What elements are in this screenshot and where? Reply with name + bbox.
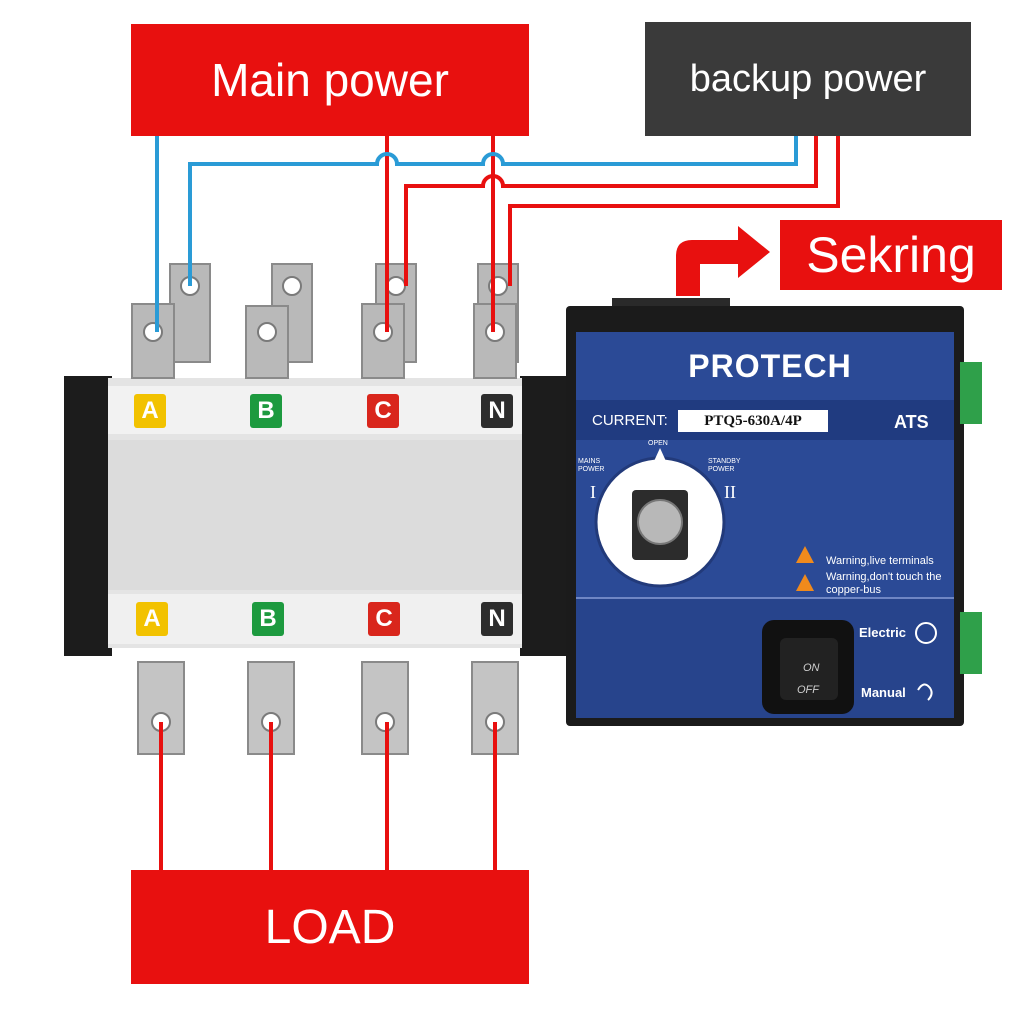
current-label: CURRENT:: [592, 412, 668, 429]
manual-hand-icon: [917, 683, 933, 701]
switch-body-left-cap: [64, 376, 112, 656]
current-value: PTQ5-630A/4P: [678, 410, 828, 432]
warning-text-live-terminals: Warning,live terminals: [826, 555, 934, 567]
phase-label-a-top: A: [134, 394, 166, 428]
backup-power-wires: [188, 136, 840, 286]
electric-label: Electric: [859, 625, 906, 640]
phase-label-b-top: B: [250, 394, 282, 428]
switch-top-strip: [108, 386, 522, 434]
switch-middle: [108, 440, 522, 590]
switch-on-label: ON: [803, 662, 820, 674]
backup-wire-blue: [188, 136, 798, 286]
main-power-wires: [155, 136, 495, 332]
top-terminals: [131, 263, 519, 379]
phase-label-c-top: C: [367, 394, 399, 428]
dial-position-standby: STANDBY POWER: [708, 458, 741, 473]
brand-label: PROTECH: [688, 348, 852, 384]
top-hole-b-front: [257, 322, 277, 342]
warning-icon: [796, 546, 814, 563]
backup-wire-red-1: [404, 136, 818, 286]
phase-label-n-bottom: N: [481, 602, 513, 636]
main-power-box: Main power: [131, 24, 529, 136]
backup-power-box: backup power: [645, 22, 971, 136]
switch-body-right-cap: [520, 376, 568, 656]
top-hole-a-front: [143, 322, 163, 342]
top-hole-c-front: [373, 322, 393, 342]
warning-text-copper-bus: Warning,don't touch the copper-bus: [826, 571, 942, 596]
top-terminal-holes: [143, 276, 508, 342]
phase-label-n-top: N: [481, 394, 513, 428]
load-wires: [159, 722, 497, 870]
warning-icon: [796, 574, 814, 591]
phase-label-b-bottom: B: [252, 602, 284, 636]
top-hole-c-back: [386, 276, 406, 296]
sekring-box: Sekring: [780, 220, 1002, 290]
backup-wire-red-2: [508, 136, 840, 286]
rocker-switch-button: [780, 638, 838, 700]
dial-roman-two: II: [724, 482, 736, 502]
dial-open-pointer: [650, 448, 670, 470]
phase-label-a-bottom: A: [136, 602, 168, 636]
top-hole-b-back: [282, 276, 302, 296]
green-connector-bottom: [960, 612, 982, 674]
dial-position-mains: MAINS POWER: [578, 458, 605, 473]
arrow-icon: [676, 226, 770, 296]
ats-label: ATS: [894, 412, 929, 432]
dial-position-open: OPEN: [648, 440, 668, 447]
bottom-terminals: [137, 661, 519, 755]
electric-m-icon: [915, 622, 937, 644]
green-connector-top: [960, 362, 982, 424]
rotary-dial-grip: [637, 499, 683, 545]
manual-label: Manual: [861, 685, 906, 700]
switch-off-label: OFF: [797, 684, 819, 696]
switch-bottom-strip: [108, 594, 522, 644]
bottom-terminal-holes: [151, 712, 505, 732]
phase-label-c-bottom: C: [368, 602, 400, 636]
dial-roman-one: I: [590, 482, 596, 502]
load-box: LOAD: [131, 870, 529, 984]
